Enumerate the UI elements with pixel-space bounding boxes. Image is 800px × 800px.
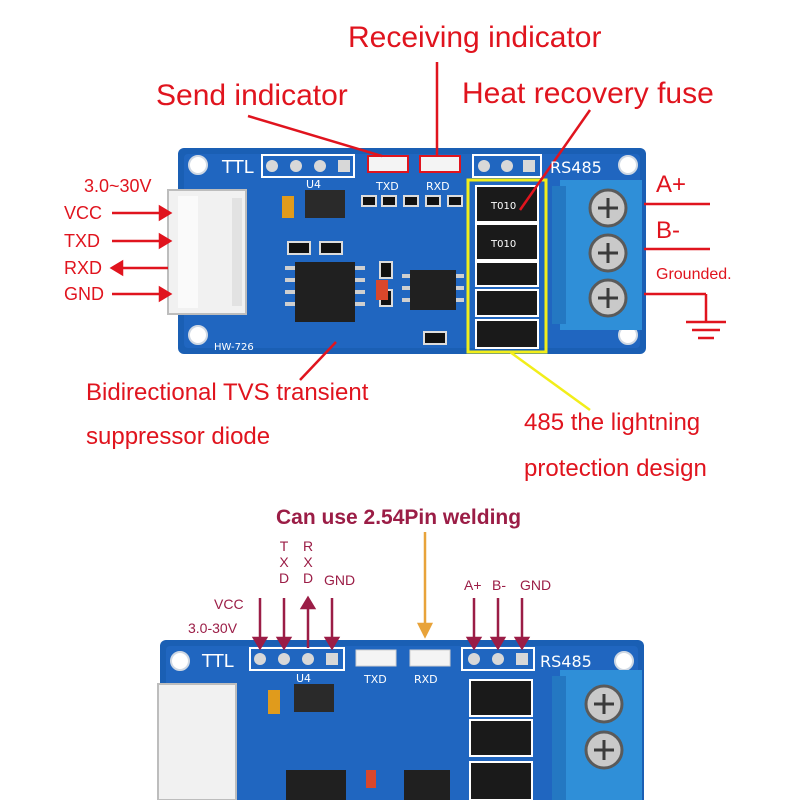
silk-rs485: RS485 [550,158,602,177]
pcb-board-top [167,148,646,354]
label-pin-welding: Can use 2.54Pin welding [276,506,522,529]
label-bottom-txd: T X D [278,538,290,586]
label-bottom-b-minus: B- [492,577,506,593]
silk-txd: TXD [375,180,399,193]
label-voltage-range: 3.0~30V [84,176,152,196]
label-tvs-line2: suppressor diode [86,423,271,450]
svg-text:U4: U4 [296,672,311,685]
svg-text:TTL: TTL [201,651,234,672]
label-bottom-gnd: GND [324,572,356,588]
label-tvs-line1: Bidirectional TVS transient [86,379,369,406]
label-txd: TXD [64,231,100,251]
label-rxd: RXD [64,258,103,278]
label-bottom-a-plus: A+ [464,577,482,593]
bottom-pin-arrows [251,595,531,651]
label-heat-recovery-fuse: Heat recovery fuse [462,77,714,110]
svg-text:RS485: RS485 [540,652,592,671]
label-bottom-vcc: VCC [214,596,244,612]
label-lightning-line2: protection design [524,455,707,482]
label-lightning-line1: 485 the lightning [524,409,701,436]
silk-u4: U4 [306,178,321,191]
label-receiving-indicator: Receiving indicator [348,21,602,54]
silk-model: HW-726 [214,342,254,353]
svg-text:RXD: RXD [414,673,438,686]
pcb-board-bottom: TTL RS485 TXD RXD U4 [157,640,644,800]
silk-fuse-code-2: T010 [490,239,516,250]
label-bottom-rxd: R X D [302,538,314,586]
svg-text:TXD: TXD [363,673,387,686]
silk-rxd: RXD [426,180,450,193]
top-leader-lines [109,62,726,381]
top-silkscreen: TTL RS485 TXD RXD HW-726 U4 T010 T010 [214,157,602,353]
label-grounded: Grounded. [656,266,732,283]
label-b-minus: B- [656,217,680,244]
label-gnd: GND [64,284,104,304]
label-send-indicator: Send indicator [156,79,348,112]
welding-arrow [416,532,434,639]
label-bottom-gnd-right: GND [520,577,552,593]
silk-ttl: TTL [221,157,254,178]
silk-fuse-code-1: T010 [490,201,516,212]
label-vcc: VCC [64,203,103,223]
label-a-plus: A+ [656,171,687,198]
label-bottom-voltage: 3.0-30V [188,620,238,636]
